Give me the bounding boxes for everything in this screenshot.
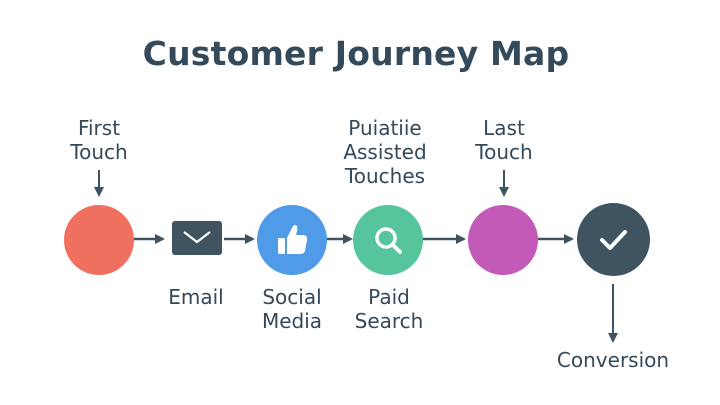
conversion-label: Conversion: [556, 348, 670, 372]
magnifier-icon: [375, 227, 402, 254]
paid-search-node: [353, 205, 423, 275]
page-title: Customer Journey Map: [142, 34, 570, 73]
envelope-icon: [183, 231, 211, 244]
social-media-label: Social Media: [261, 285, 323, 333]
last-touch-label: Last Touch: [475, 116, 533, 164]
email-node: [172, 221, 222, 255]
email-label: Email: [168, 285, 224, 309]
conversion-node: [577, 203, 650, 276]
thumbs-up-icon: [278, 224, 308, 254]
paid-search-label: Paid Search: [354, 285, 424, 333]
first-touch-label: First Touch: [70, 116, 128, 164]
last-touch-node: [468, 205, 538, 275]
checkmark-icon: [600, 230, 627, 250]
first-touch-node: [64, 205, 134, 275]
social-media-node: [257, 205, 327, 275]
assisted-touches-label: Puiatiie Assisted Touches: [343, 116, 427, 188]
